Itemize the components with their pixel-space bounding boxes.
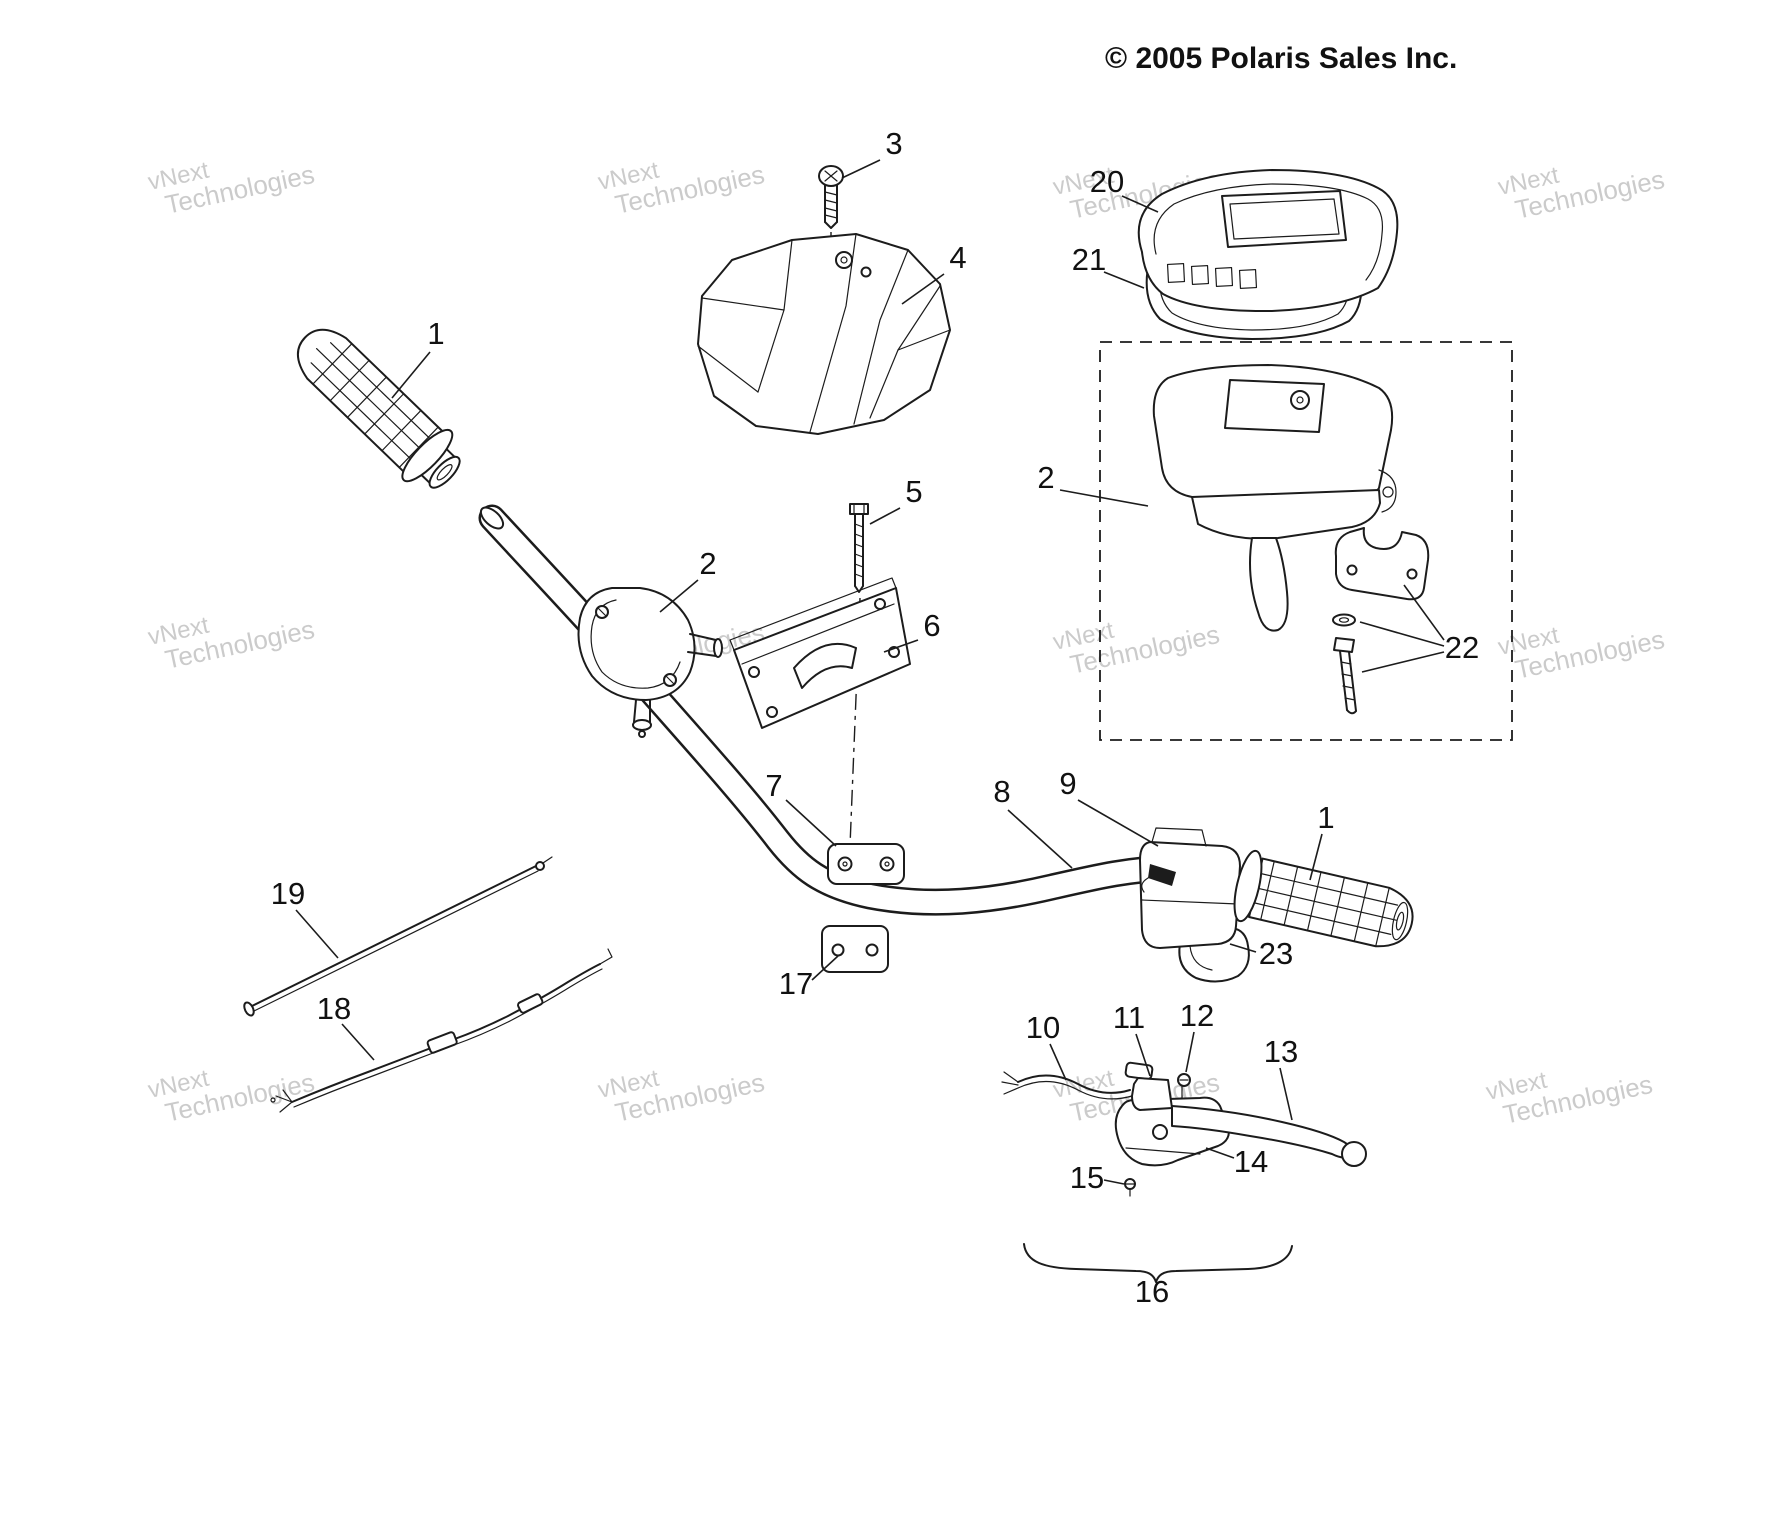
callout-1-grip-right: 1 — [1317, 800, 1334, 835]
callout-14: 14 — [1234, 1144, 1268, 1179]
clamp-bolt — [1333, 637, 1357, 715]
clamp-lower — [821, 925, 889, 973]
handlebar-clamp-half — [1334, 527, 1430, 601]
callout-17: 17 — [779, 966, 813, 1001]
bolt-5 — [849, 503, 869, 593]
callout-4: 4 — [949, 240, 966, 275]
leader-lines — [295, 159, 1445, 1185]
callout-20: 20 — [1090, 164, 1124, 199]
brake-cable-end — [1017, 1074, 1131, 1094]
callout-8: 8 — [993, 774, 1010, 809]
callout-12: 12 — [1180, 998, 1214, 1033]
callout-5: 5 — [905, 474, 922, 509]
bracket-6 — [729, 577, 911, 729]
callout-11: 11 — [1113, 1000, 1145, 1035]
callout-19: 19 — [271, 876, 305, 911]
watermark: vNext Technologies — [146, 1065, 317, 1128]
brake-lever-assembly — [1001, 1061, 1367, 1283]
callout-16: 16 — [1135, 1274, 1169, 1309]
lever-pivot — [1131, 1077, 1173, 1111]
clamp-hardware — [1332, 527, 1430, 715]
watermark: vNext Technologies — [146, 157, 317, 220]
throttle-block — [577, 587, 723, 738]
callout-10: 10 — [1026, 1010, 1060, 1045]
pod-buttons — [1166, 262, 1258, 290]
clamp-upper — [827, 843, 905, 885]
watermark: vNext Technologies — [1496, 622, 1667, 685]
watermark: vNext Technologies — [1051, 617, 1222, 680]
handlebar-cover — [697, 233, 951, 435]
callout-1-grip-left: 1 — [427, 316, 444, 351]
detail-box — [1099, 341, 1513, 741]
watermark: vNext Technologies — [146, 612, 317, 675]
grip-flange — [1233, 849, 1263, 923]
callout-2-master-cylinder: 2 — [1037, 460, 1054, 495]
master-cylinder-lever — [1249, 537, 1289, 632]
callout-23: 23 — [1259, 936, 1293, 971]
thumb-lever — [1148, 864, 1176, 886]
watermark: vNext Technologies — [596, 157, 767, 220]
throttle-cable — [243, 856, 553, 1017]
screw-3 — [818, 165, 844, 229]
throttle-housing — [1139, 827, 1250, 983]
master-cylinder — [1152, 364, 1397, 632]
brake-cable — [270, 948, 613, 1113]
watermark: vNext Technologies — [1496, 162, 1667, 225]
watermark: vNext Technologies — [596, 1065, 767, 1128]
assembly-brace — [1023, 1243, 1293, 1283]
lever-ball-end — [1341, 1141, 1367, 1167]
pod-screen — [1221, 190, 1347, 248]
callout-labels: 1 2 3 4 5 6 7 8 9 1 23 17 19 18 10 11 12… — [271, 126, 1479, 1309]
callout-18: 18 — [317, 991, 351, 1026]
callout-7: 7 — [765, 768, 782, 803]
grip-right — [1233, 849, 1414, 948]
grip-left — [296, 328, 461, 489]
callout-3: 3 — [885, 126, 902, 161]
callout-6: 6 — [923, 608, 940, 643]
handlebar-cut-end — [479, 506, 505, 530]
watermark: vNext Technologies — [1484, 1067, 1655, 1130]
callout-15: 15 — [1070, 1160, 1104, 1195]
handlebar-tube — [478, 504, 1186, 916]
instrument-pod — [1137, 169, 1399, 313]
callout-21: 21 — [1072, 242, 1106, 277]
callout-13: 13 — [1264, 1034, 1298, 1069]
washer — [1332, 613, 1356, 627]
copyright-text: © 2005 Polaris Sales Inc. — [1105, 42, 1457, 75]
grip-flange — [401, 428, 454, 483]
callout-22: 22 — [1445, 630, 1479, 665]
callout-9: 9 — [1059, 766, 1076, 801]
callout-2-throttle-block: 2 — [699, 546, 716, 581]
